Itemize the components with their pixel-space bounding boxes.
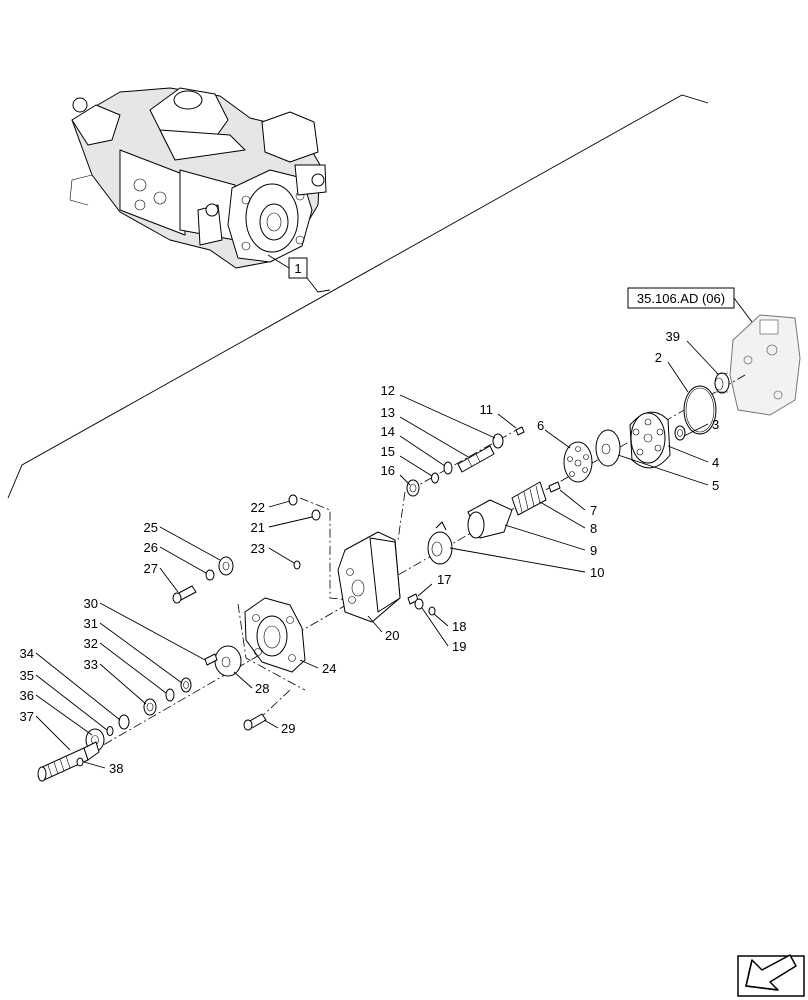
callout-7[interactable]: 7	[590, 503, 597, 518]
part-bearing-33[interactable]	[143, 698, 157, 716]
part-bushing[interactable]	[674, 425, 686, 441]
callout-23[interactable]: 23	[251, 541, 265, 556]
part-plug-22[interactable]	[288, 494, 298, 506]
part-key[interactable]	[76, 757, 84, 767]
part-ring-31[interactable]	[180, 677, 192, 693]
callout-16[interactable]: 16	[381, 463, 395, 478]
callout-14[interactable]: 14	[381, 424, 395, 439]
reference-label: 35.106.AD (06)	[637, 291, 725, 306]
callout-38[interactable]: 38	[109, 761, 123, 776]
leader-lines	[35, 340, 719, 769]
part-ring-32[interactable]	[165, 688, 175, 702]
reference-link[interactable]: 35.106.AD (06)	[627, 287, 753, 323]
callout-11[interactable]: 11	[480, 402, 494, 417]
callout-32[interactable]: 32	[84, 636, 98, 651]
callout-3[interactable]: 3	[712, 417, 719, 432]
callout-15[interactable]: 15	[381, 444, 395, 459]
callout-12[interactable]: 12	[381, 383, 395, 398]
part-swash-cone[interactable]	[467, 499, 513, 539]
part-bolt[interactable]	[243, 713, 267, 731]
callout-5[interactable]: 5	[712, 478, 719, 493]
callout-4[interactable]: 4	[712, 455, 719, 470]
part-adjuster-screw[interactable]	[457, 445, 495, 473]
part-plug-21[interactable]	[311, 509, 321, 521]
callout-labels: 39 2 3 4 5 6 7 8 9 10 11 12 13 14 15 16 …	[20, 329, 720, 776]
part-cylinder-block[interactable]	[629, 411, 671, 469]
callout-8[interactable]: 8	[590, 521, 597, 536]
callout-34[interactable]: 34	[20, 646, 34, 661]
callout-27[interactable]: 27	[144, 561, 158, 576]
callout-37[interactable]: 37	[20, 709, 34, 724]
pump-assembly-overview	[69, 87, 327, 269]
part-pin-30[interactable]	[204, 653, 218, 666]
callout-17[interactable]: 17	[437, 572, 451, 587]
assembly-callout-label: 1	[294, 261, 301, 276]
part-spline-gear[interactable]	[714, 372, 730, 394]
part-pin[interactable]	[548, 481, 561, 493]
part-nut[interactable]	[492, 433, 504, 449]
part-screw-27[interactable]	[172, 585, 197, 604]
callout-31[interactable]: 31	[84, 616, 98, 631]
callout-39[interactable]: 39	[666, 329, 680, 344]
part-washer-25[interactable]	[218, 556, 234, 576]
callout-36[interactable]: 36	[20, 688, 34, 703]
reference-housing	[729, 314, 801, 416]
assembly-callout[interactable]: 1	[267, 254, 308, 279]
part-seal-15[interactable]	[431, 472, 439, 484]
callout-2[interactable]: 2	[655, 350, 662, 365]
callout-10[interactable]: 10	[590, 565, 604, 580]
callout-30[interactable]: 30	[84, 596, 98, 611]
callout-6[interactable]: 6	[537, 418, 544, 433]
callout-24[interactable]: 24	[322, 661, 336, 676]
callout-26[interactable]: 26	[144, 540, 158, 555]
section-frame-lines	[7, 94, 709, 499]
callout-13[interactable]: 13	[381, 405, 395, 420]
part-thrust-plate[interactable]	[214, 645, 242, 677]
part-valve-plate[interactable]	[595, 429, 621, 467]
part-seal-26[interactable]	[205, 569, 215, 581]
part-o-ring-16[interactable]	[406, 479, 420, 497]
callout-9[interactable]: 9	[590, 543, 597, 558]
callout-35[interactable]: 35	[20, 668, 34, 683]
callout-22[interactable]: 22	[251, 500, 265, 515]
part-drive-shaft[interactable]	[37, 741, 100, 782]
callout-19[interactable]: 19	[452, 639, 466, 654]
part-plug[interactable]	[414, 598, 436, 616]
part-washer-14[interactable]	[443, 461, 453, 475]
part-cup[interactable]	[427, 521, 453, 565]
callout-21[interactable]: 21	[251, 520, 265, 535]
callout-18[interactable]: 18	[452, 619, 466, 634]
arrow-icon[interactable]	[737, 954, 805, 997]
callout-28[interactable]: 28	[255, 681, 269, 696]
callout-33[interactable]: 33	[84, 657, 98, 672]
part-snap-ring-34[interactable]	[118, 714, 130, 730]
part-end-cover[interactable]	[244, 597, 306, 673]
part-plug-23[interactable]	[293, 560, 301, 570]
callout-25[interactable]: 25	[144, 520, 158, 535]
part-retainer-plate[interactable]	[563, 441, 593, 483]
part-small-pin[interactable]	[515, 426, 525, 436]
callout-29[interactable]: 29	[281, 721, 295, 736]
part-o-ring[interactable]	[683, 385, 717, 435]
part-pump-housing[interactable]	[337, 531, 401, 623]
part-ring-35[interactable]	[106, 726, 114, 736]
part-spring[interactable]	[511, 481, 547, 516]
callout-20[interactable]: 20	[385, 628, 399, 643]
